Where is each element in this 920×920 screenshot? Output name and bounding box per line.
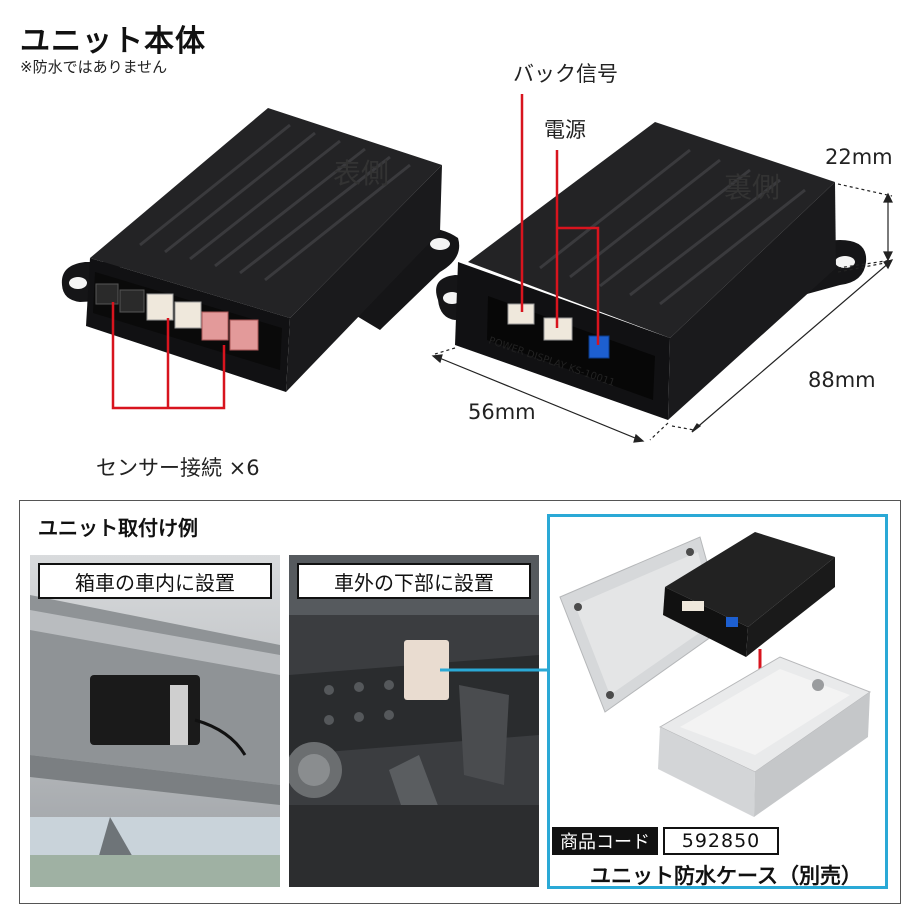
photo1-caption: 箱車の車内に設置 [38, 563, 272, 599]
product-code-value: 592850 [663, 827, 779, 855]
sensor-connection-label: センサー接続 ×6 [96, 456, 260, 480]
case-product-name: ユニット防水ケース（別売） [590, 864, 862, 888]
unit-illustration: POWER DISPLAY KS-10011 [61, 94, 894, 443]
connector-line [440, 668, 550, 672]
product-code-label: 商品コード [552, 827, 658, 855]
front-side-label: 表側 [333, 157, 390, 190]
back-side-label: 裏側 [724, 171, 781, 204]
photo-inside-box-truck: 箱車の車内に設置 [30, 555, 280, 887]
photo-under-vehicle: 車外の下部に設置 [289, 555, 539, 887]
photo2-caption: 車外の下部に設置 [297, 563, 531, 599]
dimension-height: 22mm [825, 145, 893, 169]
unit-front-image [61, 108, 460, 410]
back-signal-label: バック信号 [513, 62, 618, 86]
waterproof-note: ※防水ではありません [20, 58, 168, 76]
power-label: 電源 [544, 118, 586, 142]
waterproof-case-frame [547, 514, 888, 889]
installation-title: ユニット取付け例 [38, 516, 198, 540]
dimension-depth: 88mm [808, 368, 876, 392]
unit-back-image: POWER DISPLAY KS-10011 [436, 94, 867, 420]
dimension-width: 56mm [468, 400, 536, 424]
page-title: ユニット本体 [20, 24, 206, 59]
dimension-lines [431, 183, 894, 443]
